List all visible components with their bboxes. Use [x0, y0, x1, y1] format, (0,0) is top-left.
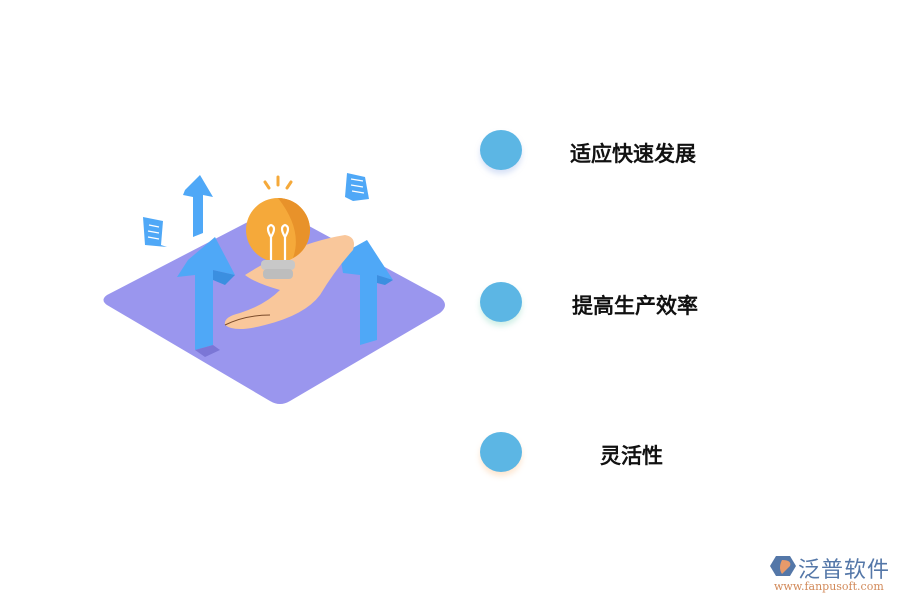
paper-icon [143, 217, 167, 247]
brand-name: 泛普软件 [798, 558, 891, 583]
brand-logo: 泛普软件 www.fanpusoft.com [770, 552, 895, 597]
lightbulb-icon [246, 175, 310, 279]
feature-label: 提高生产效率 [572, 294, 698, 318]
feature-item-2: 提高生产效率 [480, 282, 780, 326]
arrow-up-icon [177, 237, 235, 357]
hand-icon [224, 235, 354, 329]
bullet-circle-icon [480, 282, 522, 322]
arrow-up-icon [183, 175, 213, 237]
paper-icon [345, 173, 369, 201]
growth-illustration [95, 165, 455, 415]
feature-item-3: 灵活性 [480, 432, 780, 476]
feature-label: 适应快速发展 [570, 142, 696, 166]
bullet-circle-icon [480, 130, 522, 170]
brand-logo-icon [770, 556, 796, 576]
arrow-up-icon [340, 240, 393, 345]
brand-url: www.fanpusoft.com [774, 580, 884, 593]
feature-label: 灵活性 [600, 444, 663, 468]
feature-item-1: 适应快速发展 [480, 130, 780, 174]
bullet-circle-icon [480, 432, 522, 472]
